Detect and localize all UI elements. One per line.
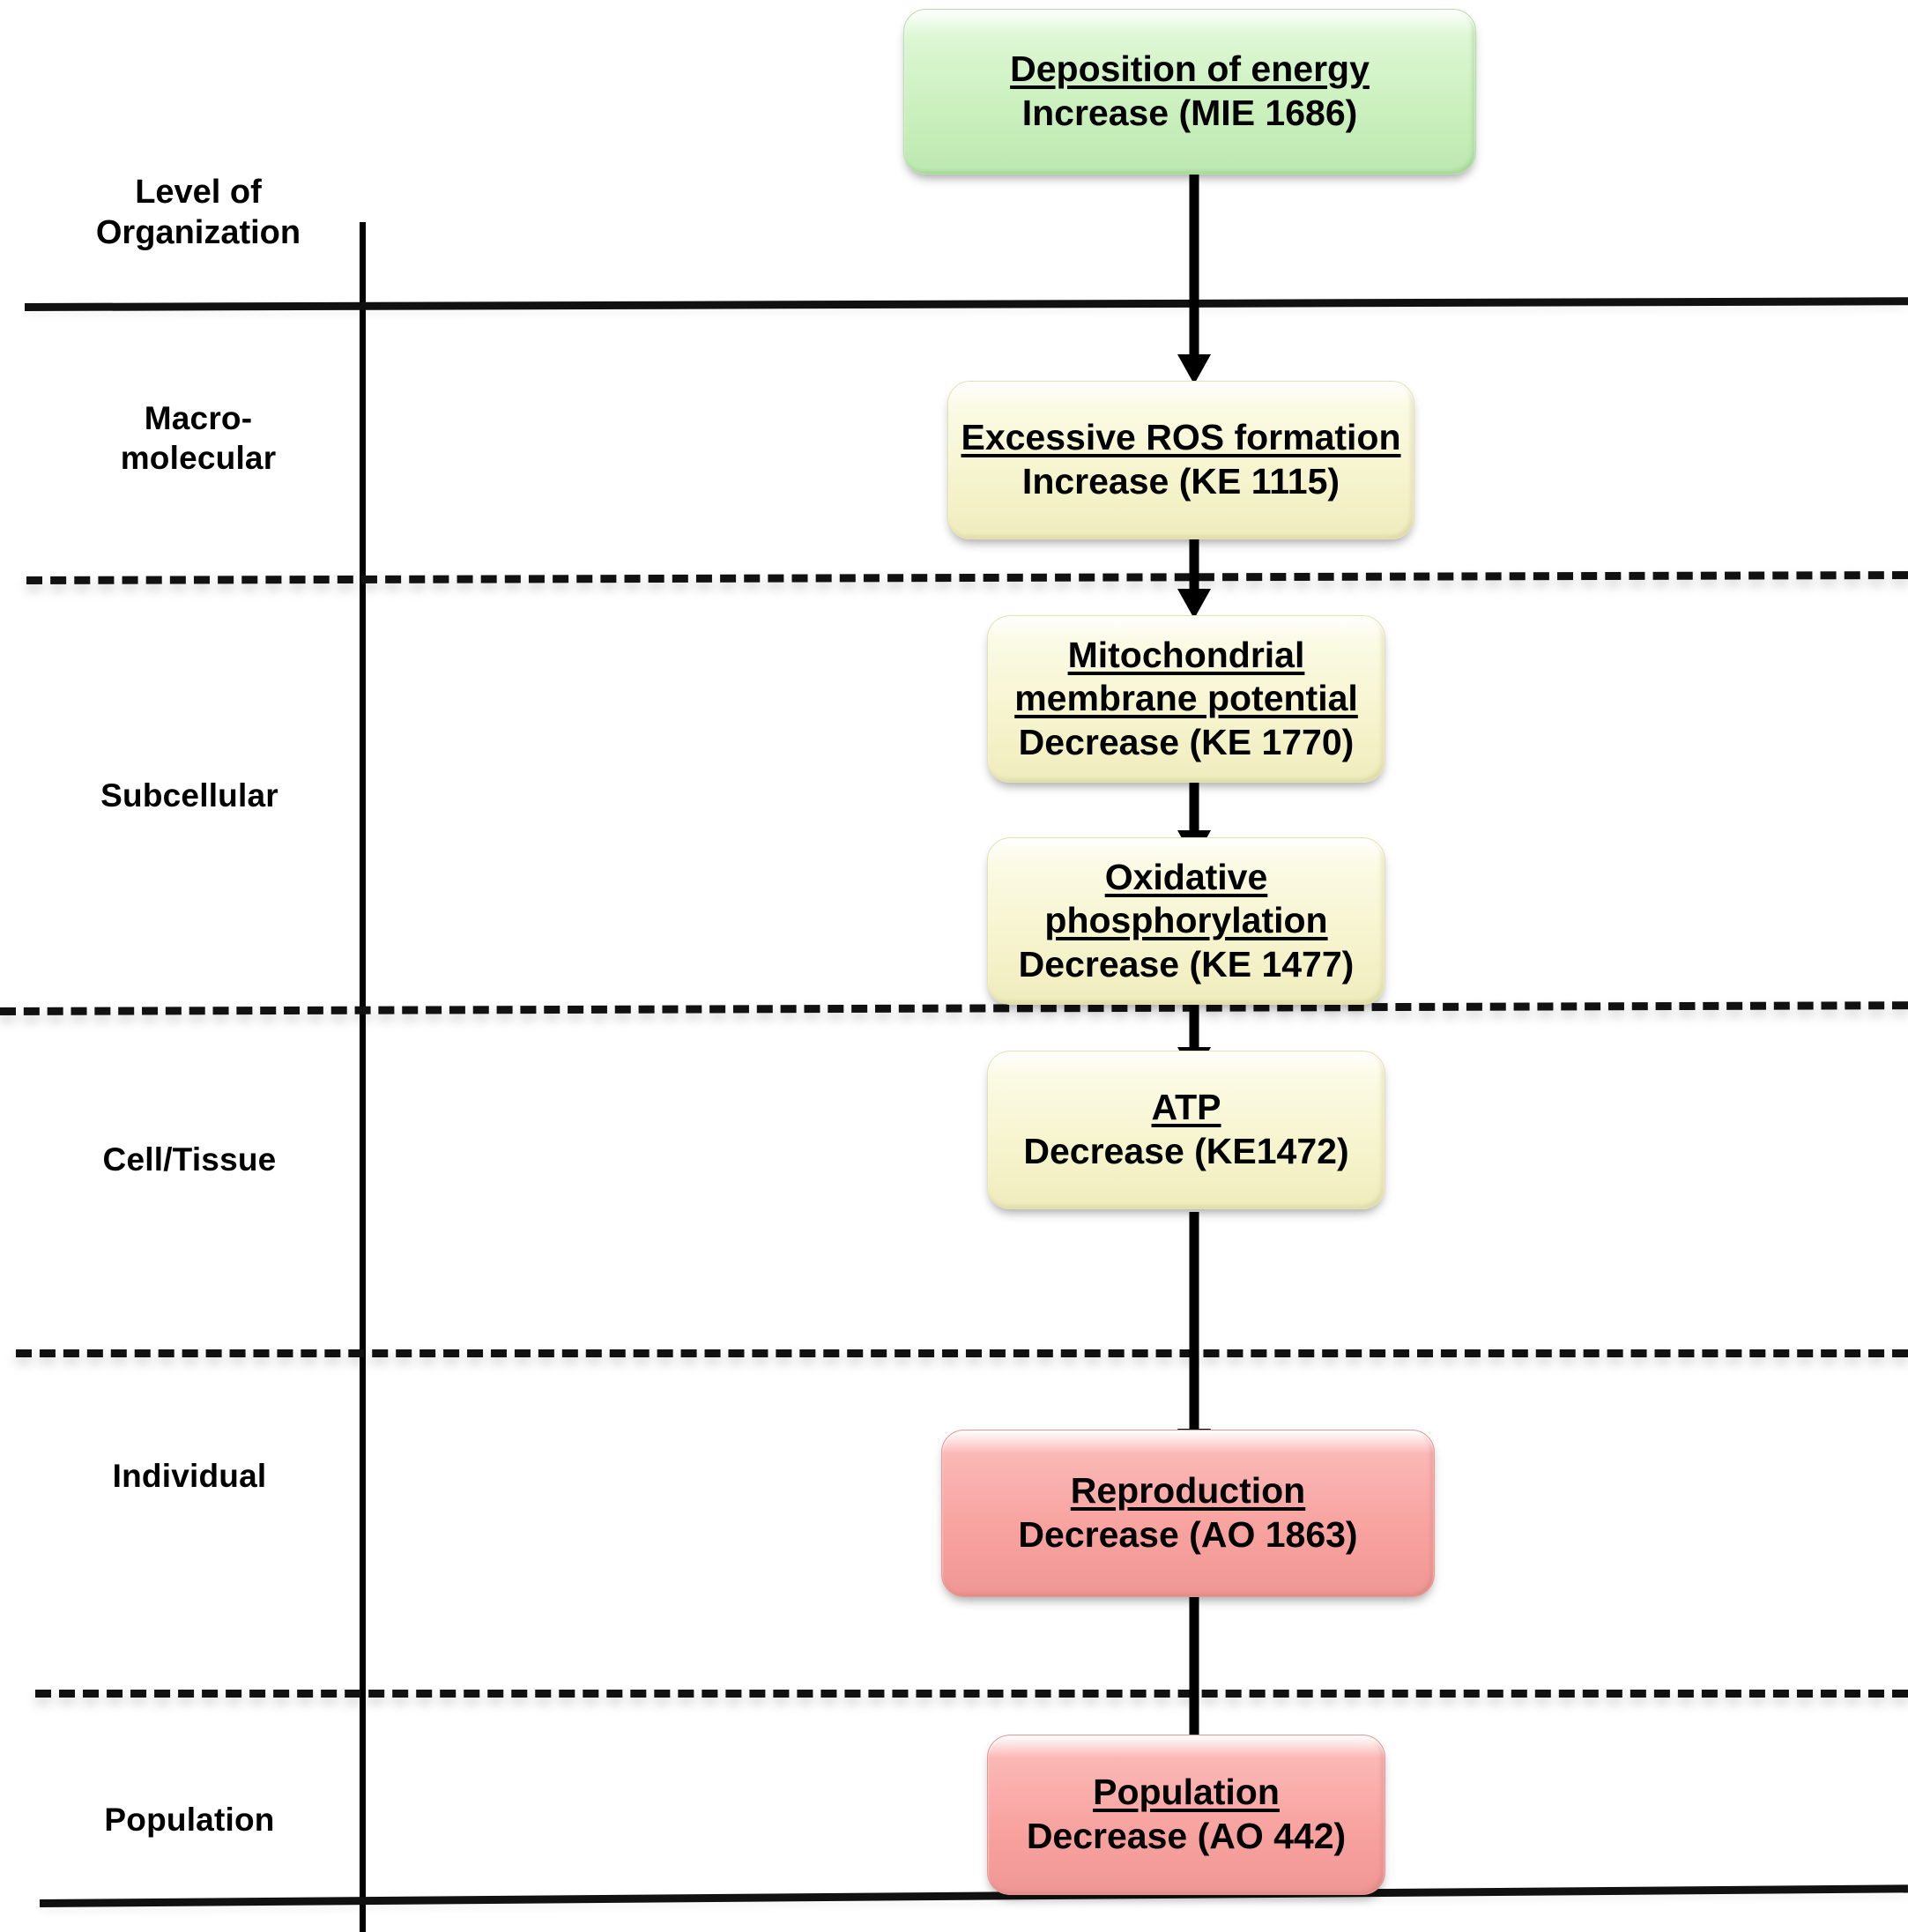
edge-stem — [1189, 989, 1199, 1051]
node-ke-1770-title-line-2: membrane potential — [1014, 678, 1358, 719]
level-label-individual: Individual — [112, 1458, 267, 1494]
level-label-macromolecular-line-1: Macro- — [144, 400, 253, 436]
level-label-macromolecular: Macro- molecular — [53, 398, 344, 478]
node-ke-1115[interactable]: Excessive ROS formation Increase (KE 111… — [947, 381, 1414, 539]
arrowhead-icon — [1177, 354, 1211, 384]
divider-individual-population — [35, 1690, 1908, 1698]
axis-top-boundary-line — [24, 297, 1908, 311]
node-ke-1477-title-line-1: Oxidative — [1104, 856, 1268, 897]
axis-header: Level of Organization — [53, 172, 344, 254]
node-mie-1686-subtitle: Increase (MIE 1686) — [1021, 93, 1358, 133]
node-ao-1863-title: Reproduction — [1070, 1470, 1306, 1512]
node-mie-1686[interactable]: Deposition of energy Increase (MIE 1686) — [903, 9, 1476, 175]
axis-bottom-boundary-line — [39, 1884, 1908, 1907]
node-ke-1770-subtitle: Decrease (KE 1770) — [1018, 721, 1355, 762]
axis-header-line-2: Organization — [95, 214, 301, 252]
level-label-cell-tissue: Cell/Tissue — [102, 1141, 277, 1178]
node-ao-442-title: Population — [1093, 1772, 1280, 1813]
divider-cell-tissue-individual — [16, 1349, 1908, 1357]
edge-ke1115-to-ke1770 — [1146, 538, 1243, 635]
node-ke-1477-subtitle: Decrease (KE 1477) — [1018, 943, 1355, 985]
node-ao-442[interactable]: Population Decrease (AO 442) — [987, 1735, 1385, 1895]
node-ao-1863[interactable]: Reproduction Decrease (AO 1863) — [941, 1430, 1435, 1597]
level-label-macromolecular-line-2: molecular — [120, 440, 277, 477]
node-ke-1770[interactable]: Mitochondrial membrane potential Decreas… — [987, 615, 1385, 783]
node-ao-1863-subtitle: Decrease (AO 1863) — [1018, 1514, 1358, 1555]
level-label-subcellular: Subcellular — [100, 777, 278, 814]
node-mie-1686-title: Deposition of energy — [1010, 48, 1370, 90]
node-ke-1472[interactable]: ATP Decrease (KE1472) — [987, 1051, 1385, 1209]
edge-mie1686-to-ke1115 — [1146, 167, 1243, 388]
level-of-organization-axis-line — [360, 222, 366, 1932]
arrowhead-icon — [1177, 589, 1211, 619]
node-ke-1472-subtitle: Decrease (KE1472) — [1023, 1131, 1349, 1171]
edge-stem — [1189, 1212, 1199, 1432]
node-ke-1472-title: ATP — [1151, 1087, 1221, 1128]
level-label-population: Population — [104, 1802, 275, 1838]
axis-header-line-1: Level of — [135, 174, 262, 211]
edge-stem — [1189, 1597, 1199, 1760]
node-ke-1115-subtitle: Increase (KE 1115) — [1021, 461, 1340, 502]
node-ao-442-subtitle: Decrease (AO 442) — [1026, 1816, 1347, 1856]
node-ke-1770-title-line-1: Mitochondrial — [1067, 634, 1305, 675]
node-ke-1477[interactable]: Oxidative phosphorylation Decrease (KE 1… — [987, 837, 1385, 1005]
edge-stem — [1189, 779, 1199, 834]
divider-subcellular-cell-tissue — [0, 1001, 1908, 1015]
node-ke-1115-title: Excessive ROS formation — [961, 417, 1401, 458]
edge-stem — [1189, 538, 1199, 592]
divider-macromolecular-subcellular — [26, 571, 1908, 584]
edge-stem — [1189, 167, 1199, 358]
node-ke-1477-title-line-2: phosphorylation — [1044, 900, 1328, 941]
